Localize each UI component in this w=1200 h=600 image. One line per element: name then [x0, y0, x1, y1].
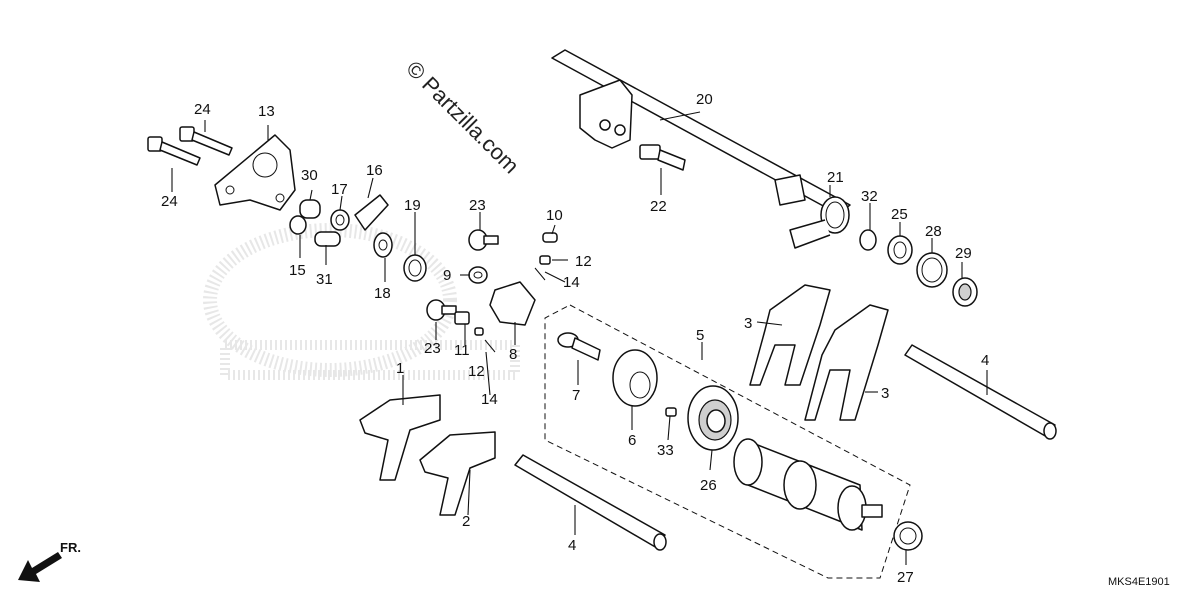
callout-23b: 23: [424, 340, 441, 357]
watermark-text: © Partzilla.com: [401, 56, 524, 179]
callout-11: 11: [454, 342, 470, 359]
shift-forks: [359, 284, 889, 516]
callout-30: 30: [301, 167, 318, 184]
callout-25: 25: [891, 206, 908, 223]
callout-13: 13: [258, 103, 275, 120]
callout-6: 6: [628, 432, 636, 449]
callout-26: 26: [700, 477, 717, 494]
callout-29: 29: [955, 245, 972, 262]
callout-22: 22: [650, 198, 667, 215]
callout-33: 33: [657, 442, 674, 459]
callout-15: 15: [289, 262, 306, 279]
callout-7: 7: [572, 387, 580, 404]
callout-27: 27: [897, 569, 914, 586]
callout-5: 5: [696, 327, 704, 344]
leader-lines: [171, 111, 988, 565]
pin-and-shifter-plate: [557, 332, 677, 417]
small-parts-cluster: [289, 194, 488, 284]
brand-watermark: [203, 223, 520, 380]
bearing: [687, 385, 739, 451]
callout-12a: 12: [575, 253, 592, 270]
gearshift-spindle: [551, 49, 851, 215]
callout-32: 32: [861, 188, 878, 205]
callout-18: 18: [374, 285, 391, 302]
callout-16: 16: [366, 162, 383, 179]
clip-washer-bearing-seal: [859, 229, 978, 307]
assembly-dashed-box: [544, 304, 911, 579]
callout-12b: 12: [468, 363, 485, 380]
callout-10: 10: [546, 207, 563, 224]
guide-plate: [214, 134, 296, 211]
front-arrow-icon: [18, 552, 62, 582]
stopper-bolt: [639, 144, 686, 171]
drum-center-parts: [426, 229, 558, 353]
callout-4a: 4: [568, 537, 576, 554]
callout-numbers: 1 2 3 3 4 4 5 6 7 8 9 10 11 12 12 13 14 …: [161, 91, 989, 586]
callout-19: 19: [404, 197, 421, 214]
callout-14a: 14: [563, 274, 580, 291]
callout-9: 9: [443, 267, 451, 284]
diagram-code: MKS4E1901: [1108, 576, 1170, 588]
callout-24a: 24: [194, 101, 211, 118]
callout-1: 1: [396, 360, 404, 377]
callout-21: 21: [827, 169, 844, 186]
callout-31: 31: [316, 271, 333, 288]
flange-bolts: [147, 126, 233, 166]
needle-bearing: [893, 521, 923, 551]
fork-shafts: [514, 344, 1057, 551]
callout-17: 17: [331, 181, 348, 198]
callout-8: 8: [509, 346, 517, 363]
callout-28: 28: [925, 223, 942, 240]
callout-4b: 4: [981, 352, 989, 369]
return-spring: [789, 196, 850, 249]
callout-23a: 23: [469, 197, 486, 214]
front-indicator: FR.: [60, 540, 81, 555]
callout-14b: 14: [481, 391, 498, 408]
callout-3b: 3: [881, 385, 889, 402]
callout-20: 20: [696, 91, 713, 108]
callout-2: 2: [462, 513, 470, 530]
callout-24b: 24: [161, 193, 178, 210]
shift-drum: [733, 438, 883, 531]
callout-3a: 3: [744, 315, 752, 332]
